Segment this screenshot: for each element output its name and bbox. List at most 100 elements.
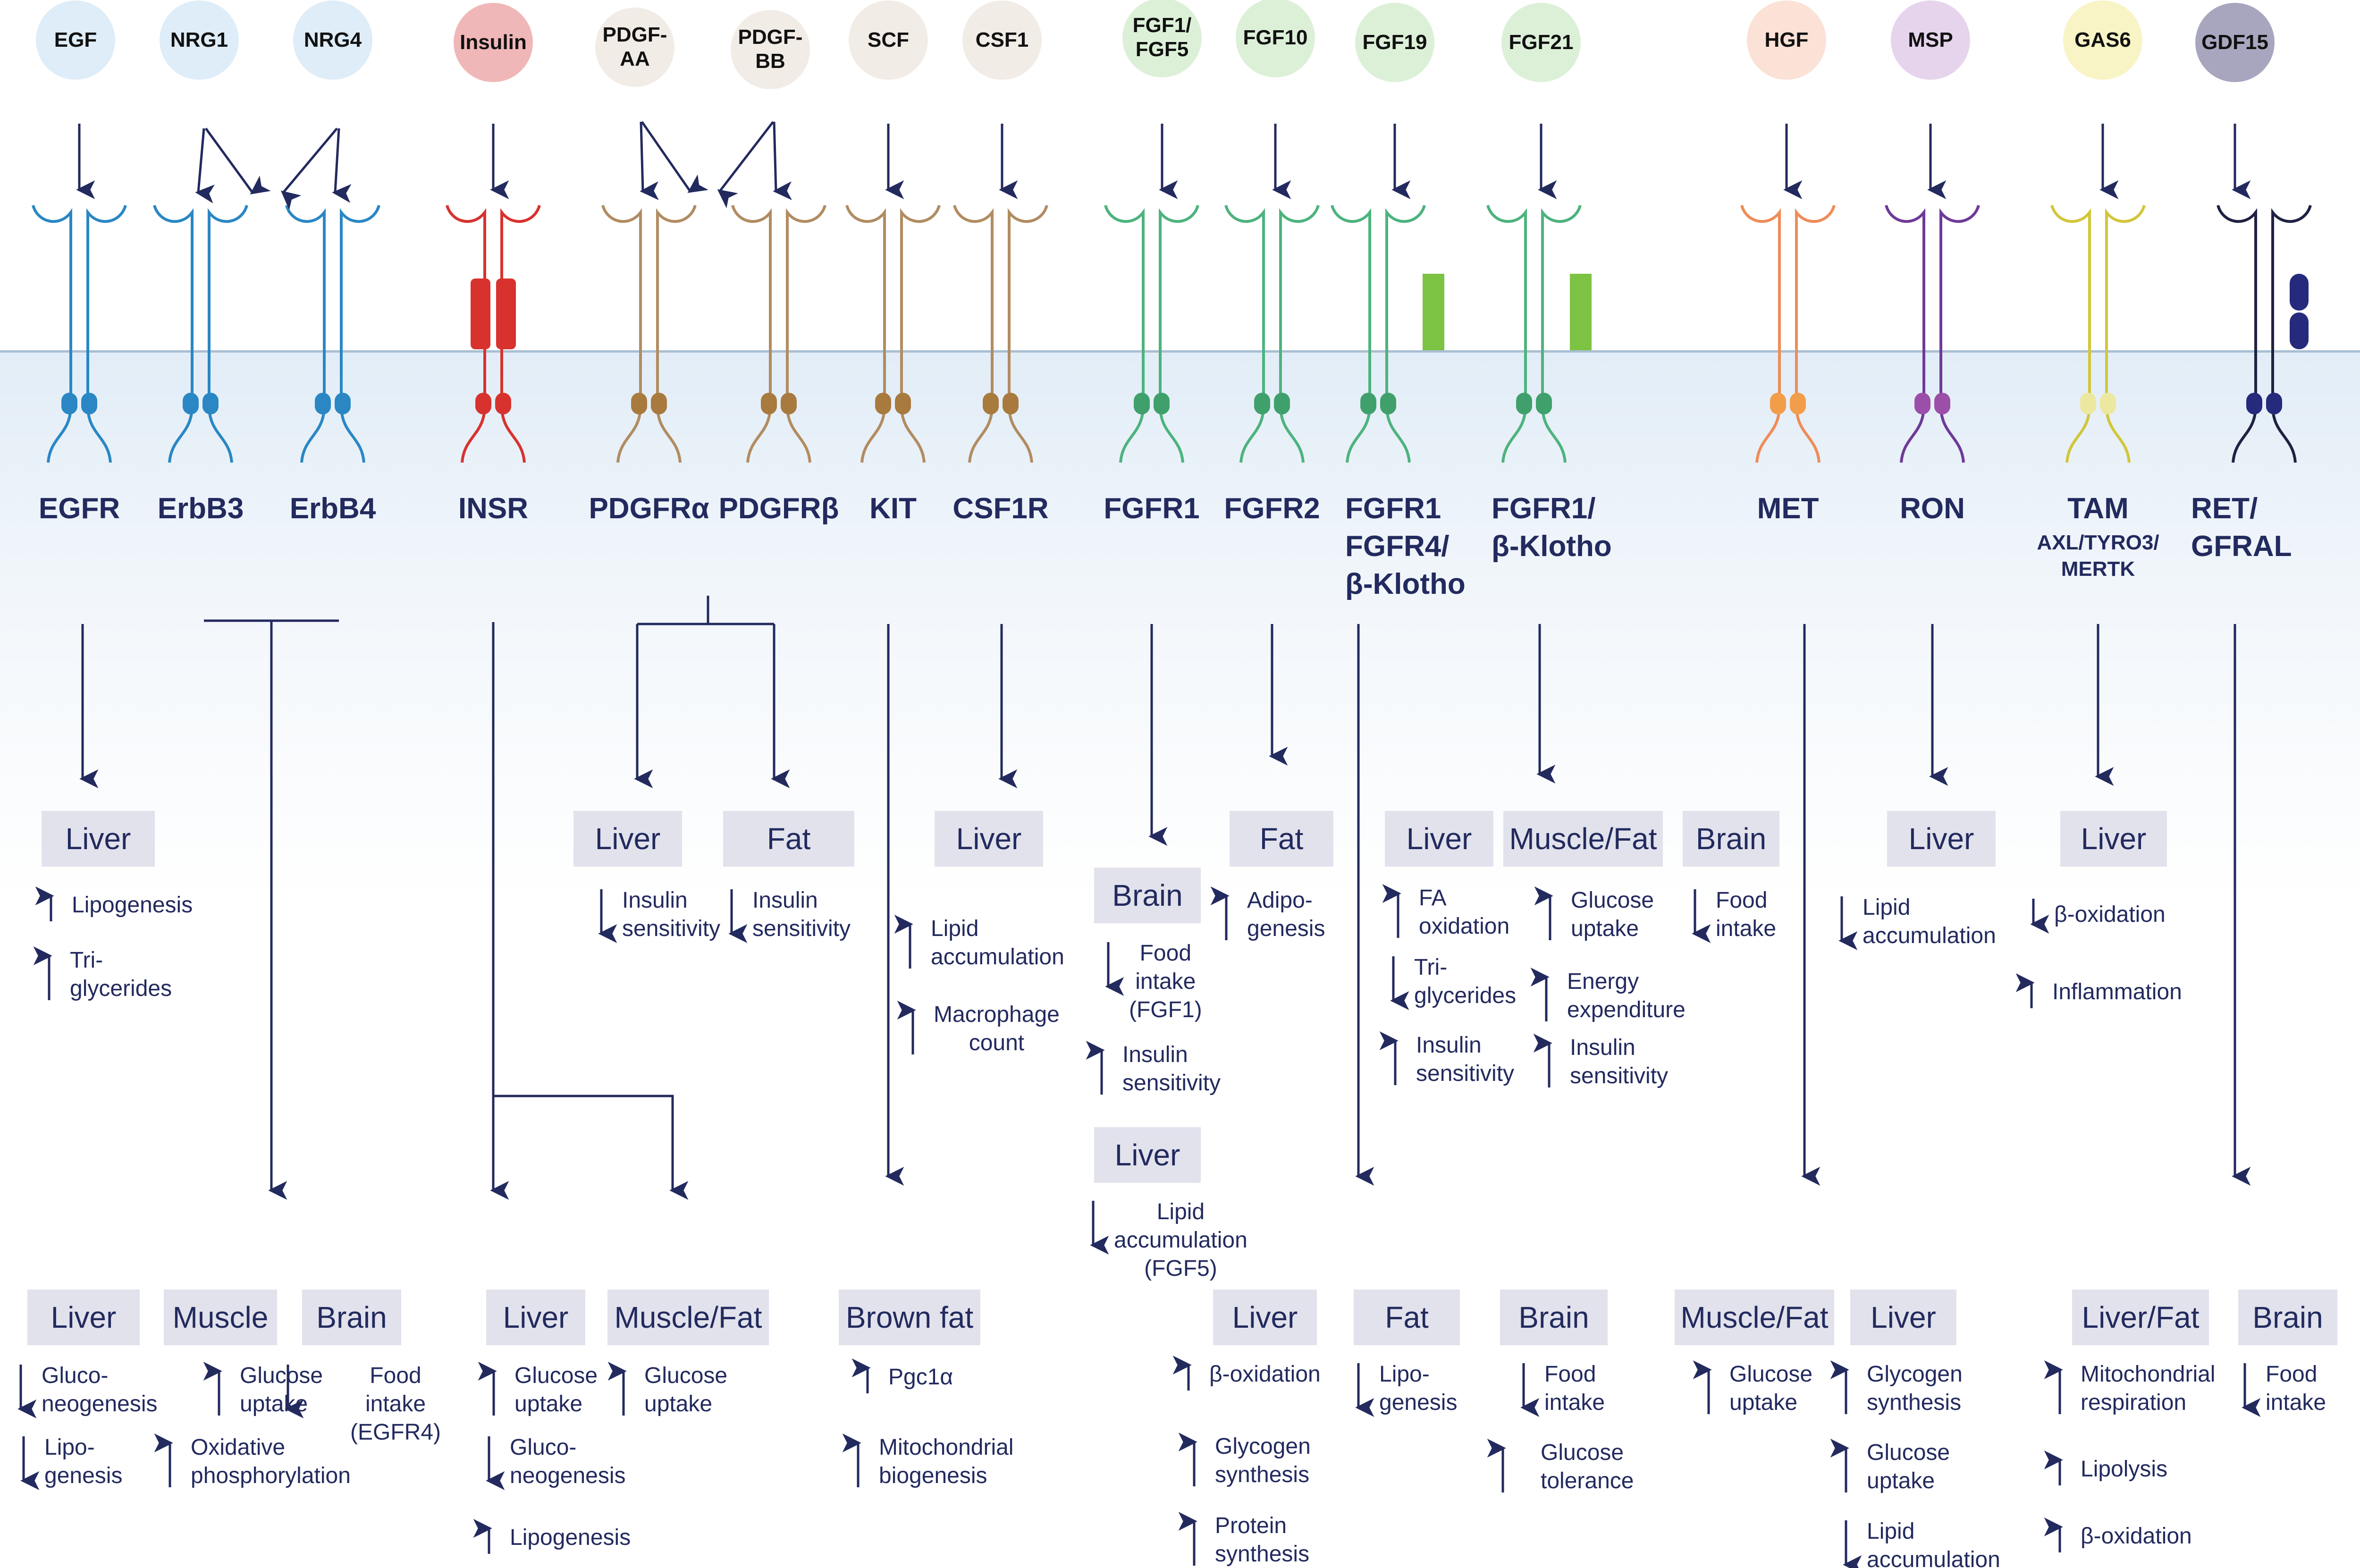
ligand-hgf: HGF (1747, 0, 1826, 80)
effect-text-e32: β-oxidation (1209, 1362, 1321, 1387)
effect-text-e23: Glucose uptake (240, 1363, 323, 1416)
effect-text-e35: Lipo- genesis (1379, 1362, 1458, 1415)
ligand-fgf19: FGF19 (1355, 3, 1434, 82)
receptor-pdgfra (601, 205, 697, 463)
tissue-box-fgf21-brain: Brain (1683, 811, 1779, 867)
ligand-label: GDF15 (2201, 30, 2268, 54)
effect-text-e19: β-oxidation (2054, 902, 2166, 927)
receptor-ron (1885, 205, 1980, 463)
tissue-box-fgfr1-liver: Liver (1094, 1127, 1201, 1183)
receptor-pdgfrb (731, 205, 826, 463)
receptor-layer (32, 205, 2312, 463)
tissue-box-fgfr14-brain: Brain (1500, 1290, 1608, 1345)
receptor-fgfr1 (1104, 205, 1199, 463)
tissue-box-ret-brain: Brain (2238, 1290, 2337, 1345)
effect-text-e45: Food intake (2266, 1362, 2326, 1415)
receptor-label-fgfr1-fgfr4-klotho: FGFR1 FGFR4/ β-Klotho (1345, 492, 1466, 600)
effect-text-e42: Mitochondrial respiration (2081, 1362, 2216, 1415)
effect-text-e39: Glycogen synthesis (1867, 1362, 1963, 1415)
tissue-box-erbb-liver: Liver (27, 1290, 140, 1345)
effect-text-e41: Lipid accumulation (1867, 1519, 2000, 1568)
receptor-met (1740, 205, 1836, 463)
ligand-insulin: Insulin (454, 3, 533, 82)
ligand-label: EGF (54, 28, 97, 51)
receptor-label-ret-gfral: RET/ GFRAL (2191, 492, 2292, 563)
effect-text-e16: Insulin sensitivity (1570, 1035, 1669, 1088)
effect-text-e5: Lipid accumulation (931, 916, 1064, 969)
effect-text-e33: Glycogen synthesis (1215, 1434, 1311, 1487)
pathway-arrow (493, 1095, 689, 1200)
receptor-label-ron: RON (1900, 492, 1965, 525)
ligand-pdgf-aa: PDGF- AA (595, 8, 674, 87)
ligand-label: SCF (868, 28, 909, 51)
ligand-nrg1: NRG1 (160, 0, 239, 80)
tissue-box-pdgfrb-fat: Fat (723, 811, 854, 867)
receptor-erbb3 (153, 205, 248, 463)
effect-text-e18: Lipid accumulation (1863, 895, 1996, 948)
tissue-box-erbb-brain: Brain (302, 1290, 401, 1345)
receptor-label-fgfr1: FGFR1 (1104, 492, 1200, 525)
effect-text-e2: Tri- glycerides (70, 948, 172, 1001)
tissue-box-pdgfra-liver: Liver (573, 811, 682, 867)
receptor-label-erbb4: ErbB4 (289, 492, 376, 525)
tissue-box-fgfr14-liver: Liver (1213, 1290, 1317, 1345)
ligand-label: PDGF- BB (738, 25, 803, 73)
effect-text-e17: Food intake (1716, 888, 1777, 941)
effect-text-e6: Macrophage count (934, 1002, 1060, 1055)
ligand-label: FGF1/ FGF5 (1132, 14, 1192, 61)
effect-text-e27: Gluco- neogenesis (510, 1435, 626, 1488)
ligand-fgf21: FGF21 (1501, 3, 1581, 82)
ligand-fgf1-fgf5: FGF1/ FGF5 (1122, 0, 1202, 77)
receptor-csf1r (953, 205, 1048, 463)
tissue-box-csf1r-liver: Liver (935, 811, 1043, 867)
effect-text-e34: Protein synthesis (1215, 1513, 1310, 1567)
ligand-arrow (332, 128, 352, 203)
ligand-arrow (773, 121, 792, 201)
ligand-arrow (195, 128, 215, 203)
receptor-label-egfr: EGFR (38, 492, 120, 525)
receptor-fgfr1-klotho (1486, 205, 1592, 463)
tissue-box-tam-liver: Liver (2060, 811, 2167, 867)
effect-text-e3: Insulin sensitivity (622, 888, 721, 941)
ligand-label: PDGF- AA (602, 23, 667, 70)
ligand-label: MSP (1908, 28, 1953, 51)
receptor-erbb4 (285, 205, 380, 463)
ligand-egf: EGF (36, 0, 115, 80)
receptor-label-erbb3: ErbB3 (157, 492, 244, 525)
receptor-ret-gfral (2217, 205, 2312, 463)
arrow-layer (76, 121, 2251, 1200)
ligand-label: CSF1 (975, 28, 1029, 51)
ligand-label: FGF19 (1362, 30, 1427, 54)
tissue-box-kit-brownfat: Brown fat (839, 1290, 980, 1345)
effect-text-e20: Inflammation (2052, 979, 2182, 1004)
ligand-label: HGF (1764, 28, 1809, 51)
receptor-egfr (32, 205, 127, 463)
ligand-label: Insulin (460, 30, 527, 54)
effect-text-e1: Lipogenesis (72, 893, 193, 918)
receptor-label-met: MET (1757, 492, 1819, 525)
ligand-nrg4: NRG4 (293, 0, 372, 80)
ligand-arrow (641, 121, 708, 193)
effect-text-e22: Lipo- genesis (44, 1435, 123, 1488)
effect-text-e29: Glucose uptake (644, 1363, 728, 1416)
effect-text-e44: β-oxidation (2081, 1524, 2192, 1549)
ligand-arrow (640, 121, 659, 201)
tissue-box-insr-musclefat: Muscle/Fat (607, 1290, 769, 1345)
ligand-arrow (204, 127, 271, 194)
effect-text-e43: Lipolysis (2081, 1457, 2168, 1482)
receptor-fgfr2 (1224, 205, 1320, 463)
ligand-gdf15: GDF15 (2195, 3, 2275, 82)
receptor-label-pdgfrb: PDGFRβ (718, 492, 839, 525)
receptor-label-fgfr2: FGFR2 (1224, 492, 1320, 525)
ligand-arrow (280, 127, 338, 210)
effect-text-e10: Adipo- genesis (1247, 888, 1325, 941)
receptor-sublabel-tam: AXL/TYRO3/ MERTK (2037, 531, 2159, 581)
ligand-gas6: GAS6 (2063, 0, 2142, 80)
tissue-box-fgf19-liver: Liver (1385, 811, 1493, 867)
ligand-label: FGF21 (1509, 30, 1574, 54)
ligand-fgf10: FGF10 (1236, 0, 1315, 77)
receptor-fgfr1-fgfr4-klotho (1331, 205, 1444, 463)
receptor-tam (2050, 205, 2146, 463)
tissue-box-insr-liver: Liver (486, 1290, 585, 1345)
